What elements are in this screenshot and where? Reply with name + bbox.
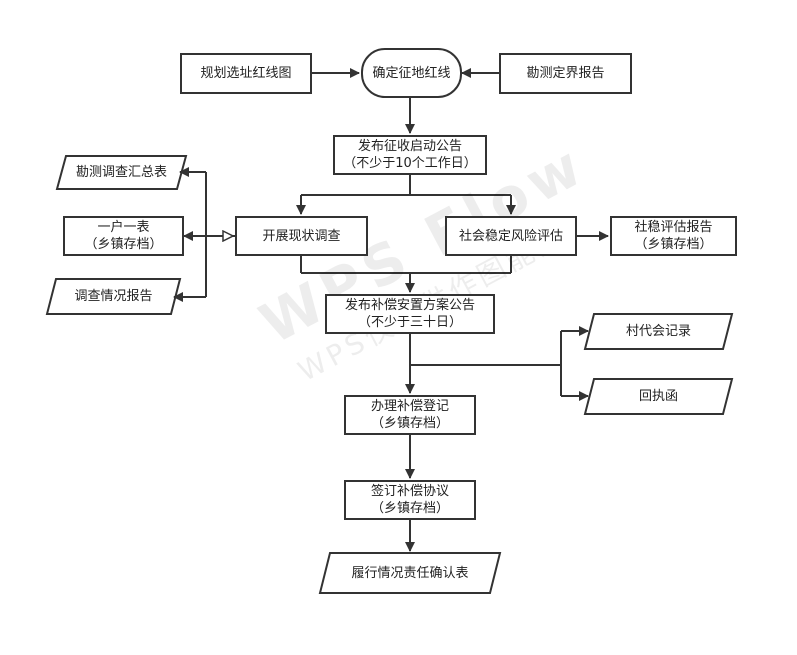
node-planning-map-label: 规划选址红线图 [200,66,292,81]
node-status-survey-label: 开展现状调查 [262,228,341,244]
node-confirm-redline-label: 确定征地红线 [372,65,451,81]
node-risk-report-line2: （乡镇存档） [634,237,713,252]
node-receipt-letter: 回执函 [585,379,732,414]
shape-responsibility-form [318,552,502,594]
node-household-form-line1: 一户一表 [97,220,150,235]
shape-survey-summary [55,155,188,190]
node-announce-start-line2: （不少于10个工作日） [343,156,477,171]
node-announce-plan-line1: 发布补偿安置方案公告 [344,298,475,313]
node-survey-report: 勘测定界报告 [499,53,632,94]
node-compensation-registration: 办理补偿登记 （乡镇存档） [344,395,476,435]
node-compensation-registration-line1: 办理补偿登记 [370,399,449,414]
shape-receipt-letter [583,378,734,415]
node-planning-map: 规划选址红线图 [180,53,312,94]
node-announce-plan: 发布补偿安置方案公告 （不少于三十日） [325,294,495,334]
node-survey-summary: 勘测调查汇总表 [57,156,186,189]
node-survey-summary-label: 勘测调查汇总表 [75,165,167,180]
node-risk-assessment-label: 社会稳定风险评估 [458,228,563,244]
node-household-form: 一户一表 （乡镇存档） [63,216,184,256]
node-village-minutes-label: 村代会记录 [625,324,691,339]
node-survey-status-report-label: 调查情况报告 [74,289,153,304]
node-announce-start-line1: 发布征收启动公告 [357,139,462,154]
node-risk-report: 社稳评估报告 （乡镇存档） [610,216,737,256]
node-survey-report-label: 勘测定界报告 [526,66,605,81]
node-compensation-registration-line2: （乡镇存档） [370,416,449,431]
node-responsibility-form: 履行情况责任确认表 [320,553,500,593]
node-status-survey: 开展现状调查 [235,216,368,256]
node-receipt-letter-label: 回执函 [638,389,678,404]
node-compensation-agreement-line2: （乡镇存档） [370,501,449,516]
node-village-minutes: 村代会记录 [585,314,732,349]
node-responsibility-form-label: 履行情况责任确认表 [351,565,469,581]
shape-survey-status-report [45,278,182,315]
node-household-form-line2: （乡镇存档） [84,237,163,252]
node-announce-plan-line2: （不少于三十日） [357,315,462,330]
node-confirm-redline: 确定征地红线 [361,48,462,98]
shape-village-minutes [583,313,734,350]
node-risk-report-line1: 社稳评估报告 [634,220,713,235]
node-survey-status-report: 调查情况报告 [47,279,180,314]
node-announce-start: 发布征收启动公告 （不少于10个工作日） [333,135,487,175]
node-compensation-agreement-line1: 签订补偿协议 [370,484,449,499]
node-compensation-agreement: 签订补偿协议 （乡镇存档） [344,480,476,520]
node-risk-assessment: 社会稳定风险评估 [445,216,577,256]
